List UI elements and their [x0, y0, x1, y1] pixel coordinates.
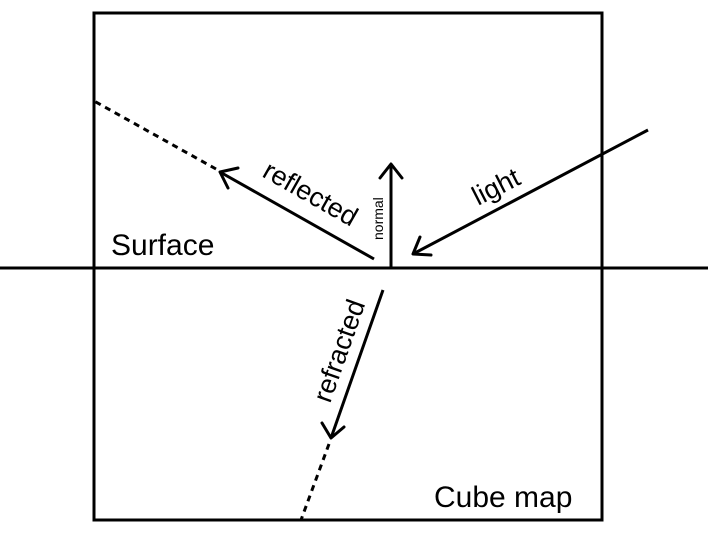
reflected-ray-line [219, 170, 375, 261]
refracted-ray-extension [299, 443, 331, 521]
light-ray-line [412, 128, 649, 256]
surface-label: Surface [111, 229, 214, 262]
normal-label: normal [370, 197, 386, 240]
reflected-ray-extension [93, 99, 217, 171]
light-ray [411, 128, 649, 257]
normal-vector [378, 162, 404, 268]
reflected-ray [93, 99, 375, 261]
refracted-ray-arrowhead [320, 421, 346, 440]
light-label: light [467, 162, 525, 211]
light-ray-arrowhead [411, 235, 433, 257]
cube-map-label: Cube map [434, 481, 572, 514]
normal-arrowhead [378, 162, 404, 180]
reflected-ray-arrowhead [218, 166, 240, 190]
refracted-ray [299, 289, 385, 521]
refracted-ray-line [329, 289, 385, 439]
reflected-label: reflected [258, 155, 363, 232]
